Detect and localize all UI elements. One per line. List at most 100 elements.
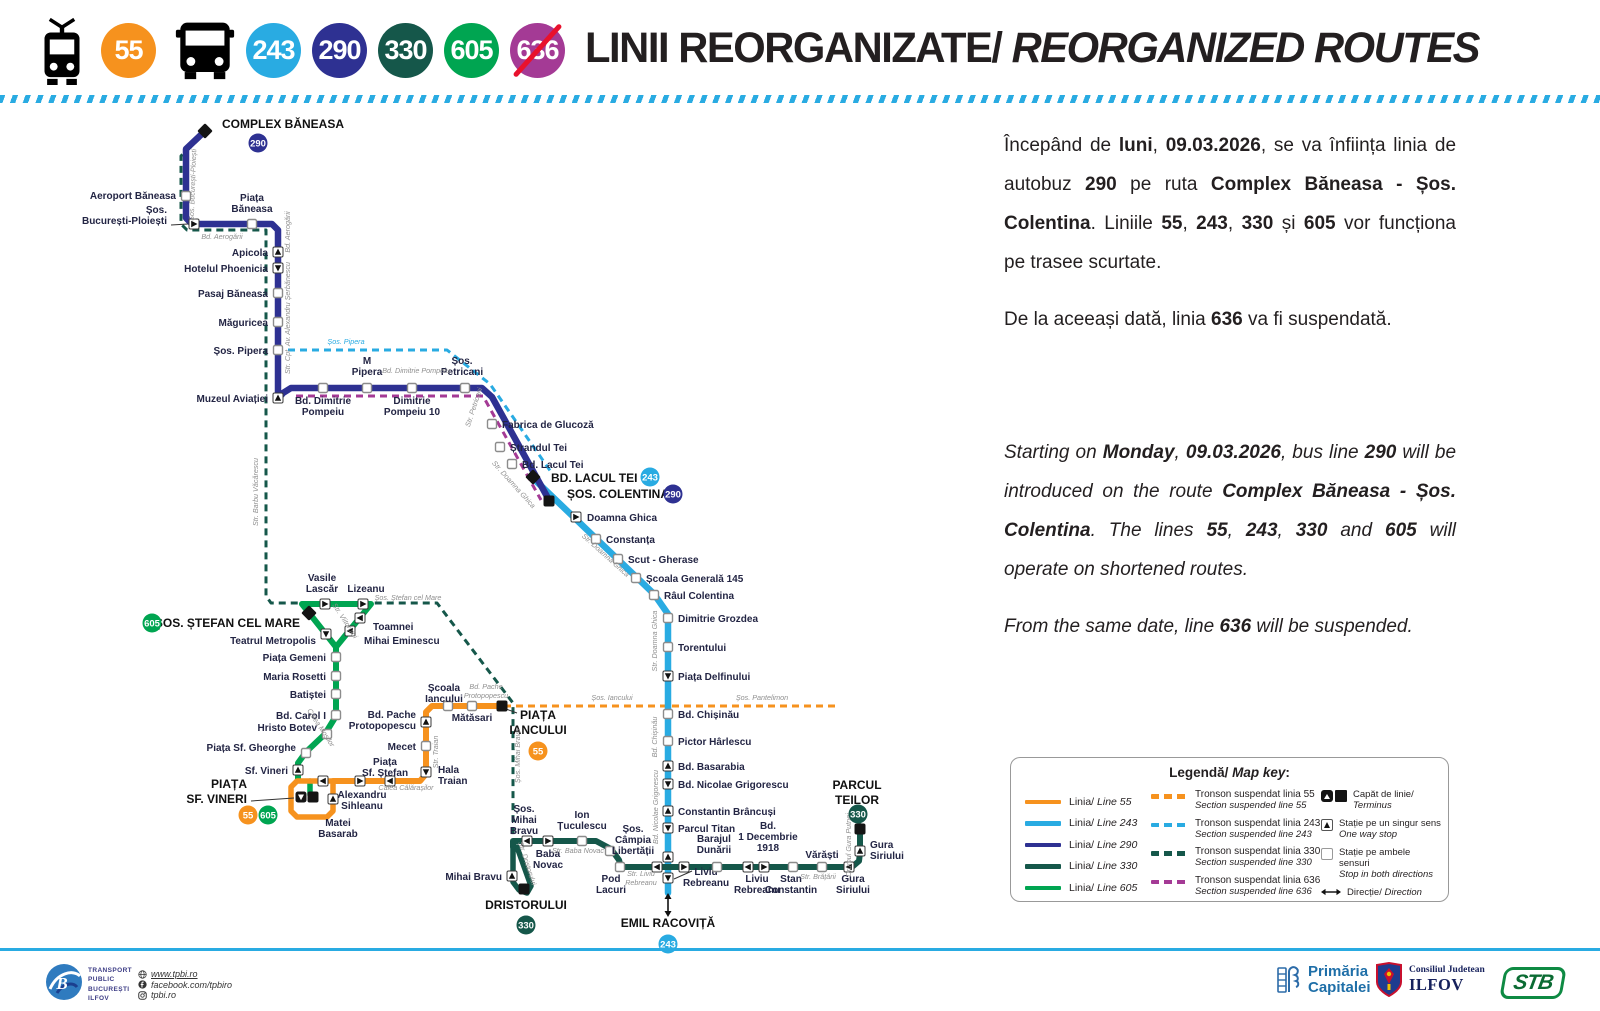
bus-badge-group: 243290330605636	[246, 22, 565, 78]
station-m-pipera	[361, 382, 373, 394]
link-instagram[interactable]: tpbi.ro	[138, 990, 232, 1001]
section-suspended-243	[288, 348, 553, 473]
announcement-en-p1: Starting on Monday, 09.03.2026, bus line…	[1004, 442, 1457, 580]
one-way-arrow-icon	[664, 781, 672, 788]
street-label: Șos. București-Ploiești	[187, 148, 199, 221]
label-pointer	[250, 797, 295, 802]
section-suspended-636	[296, 394, 543, 501]
station--coala-general-145	[630, 572, 642, 584]
station--trandul-tei	[494, 441, 506, 453]
tpbi-logo: B	[46, 964, 82, 1000]
title-en: REORGANIZED ROUTES	[1001, 24, 1481, 72]
one-way-arrow-icon	[422, 718, 430, 725]
station-label: Fabrica de Glucoză	[502, 420, 594, 431]
both-ways-stop-icon	[1321, 848, 1333, 860]
street-label: Șos. Mihai Bravu	[513, 729, 522, 783]
station-label: Bd. Nicolae Grigorescu	[678, 780, 789, 791]
street-label: Bd. Nicolae Grigorescu	[651, 770, 660, 844]
terminus-label: COMPLEX BĂNEASA	[222, 116, 344, 131]
one-way-arrow-icon	[357, 777, 364, 785]
legend-row-line: Linia/ Line 605	[1025, 877, 1137, 899]
legend-row-line: Linia/ Line 330	[1025, 856, 1137, 878]
street-label: Șos. Iancului	[591, 693, 633, 702]
label-pointer	[505, 708, 518, 714]
station-bd-lacul-tei	[506, 458, 518, 470]
station-label: Parcul Titan	[678, 824, 735, 835]
link-website[interactable]: www.tpbi.ro	[138, 969, 232, 980]
station-m-guricea	[272, 316, 284, 328]
station-label: Torentului	[678, 643, 726, 654]
terminus-station-complex-b-neasa	[197, 123, 213, 139]
terminus-station-dristorului	[518, 883, 530, 895]
one-way-arrow-icon	[744, 863, 751, 871]
link-facebook[interactable]: facebook.com/tpbiro	[138, 980, 232, 991]
legend-row-line: Linia/ Line 290	[1025, 834, 1137, 856]
dashed-divider	[0, 95, 1600, 103]
instagram-icon	[138, 991, 147, 1000]
street-label: Calea Călărașilor	[378, 783, 434, 792]
dashed-swatch	[1151, 879, 1187, 884]
one-way-arrow-icon	[274, 394, 282, 401]
line-55-loop	[288, 778, 336, 820]
station-mecet	[420, 740, 432, 752]
route-badge-243: 243	[246, 22, 301, 78]
station-label: Apicola	[232, 248, 269, 259]
facebook-icon	[138, 980, 147, 989]
map-route-badge-label: 243	[660, 939, 676, 950]
station-label: Piața Gemeni	[263, 653, 327, 664]
title-ro: LINII REORGANIZATE/	[585, 24, 1003, 72]
terminus-label: DRISTORULUI	[485, 898, 567, 912]
legend-title: Legendă/ Map key:	[1169, 765, 1290, 780]
one-way-arrow-icon	[329, 795, 337, 802]
map-route-badge-330	[516, 915, 536, 935]
terminus-icon	[1321, 790, 1347, 802]
map-route-badge-243	[640, 467, 660, 487]
station-pasaj-b-neasa	[272, 287, 284, 299]
station-pia-a-b-neasa	[246, 218, 258, 230]
one-way-arrow-icon	[573, 513, 580, 521]
station-maria-rosetti	[330, 670, 342, 682]
line-swatch	[1025, 821, 1061, 826]
terminus-station-parcul-teilor	[854, 823, 866, 835]
map-route-badge-330	[848, 804, 868, 824]
street-label: Șos. Pantelimon	[736, 693, 788, 702]
station-label: Șos.Petricani	[441, 356, 483, 378]
line-swatch	[1025, 864, 1061, 869]
one-way-arrow-icon	[356, 614, 363, 622]
globe-icon	[138, 970, 147, 979]
street-label: Bd. Aerogării	[201, 232, 243, 241]
one-way-arrow-icon	[274, 265, 282, 272]
street-label: Str. Barbu Văcărescu	[251, 458, 260, 526]
terminus-station-bd-lacul-tei	[525, 469, 541, 485]
ilfov-logo: Consiliul Judetean ILFOV	[1376, 962, 1485, 997]
station-label: Mihai Bravu	[445, 872, 502, 883]
one-way-arrow-icon	[322, 631, 330, 638]
street-label: Str. Baba Novac	[552, 846, 604, 855]
station-label: Piața Sf. Gheorghe	[207, 743, 297, 754]
station-pia-a-sf-gheorghe	[300, 747, 312, 759]
ilfov-text: Consiliul Judetean ILFOV	[1409, 965, 1485, 994]
station-label: Ștrandul Tei	[510, 443, 567, 454]
one-way-arrow-icon	[294, 766, 302, 773]
one-way-arrow-icon	[856, 847, 864, 854]
street-label: Bd. Chișinău	[650, 717, 659, 758]
one-way-arrow-icon	[191, 220, 198, 228]
tram-badge-group: 55	[101, 22, 156, 78]
terminus-label: BD. LACUL TEI	[551, 471, 637, 485]
street-label: Șos. Ștefan cel Mare	[375, 593, 442, 602]
station-label: Hristo Botev	[258, 723, 318, 734]
one-way-arrow-icon	[422, 769, 430, 776]
station-label: Mihai Eminescu	[364, 636, 440, 647]
primaria-icon	[1277, 966, 1300, 993]
